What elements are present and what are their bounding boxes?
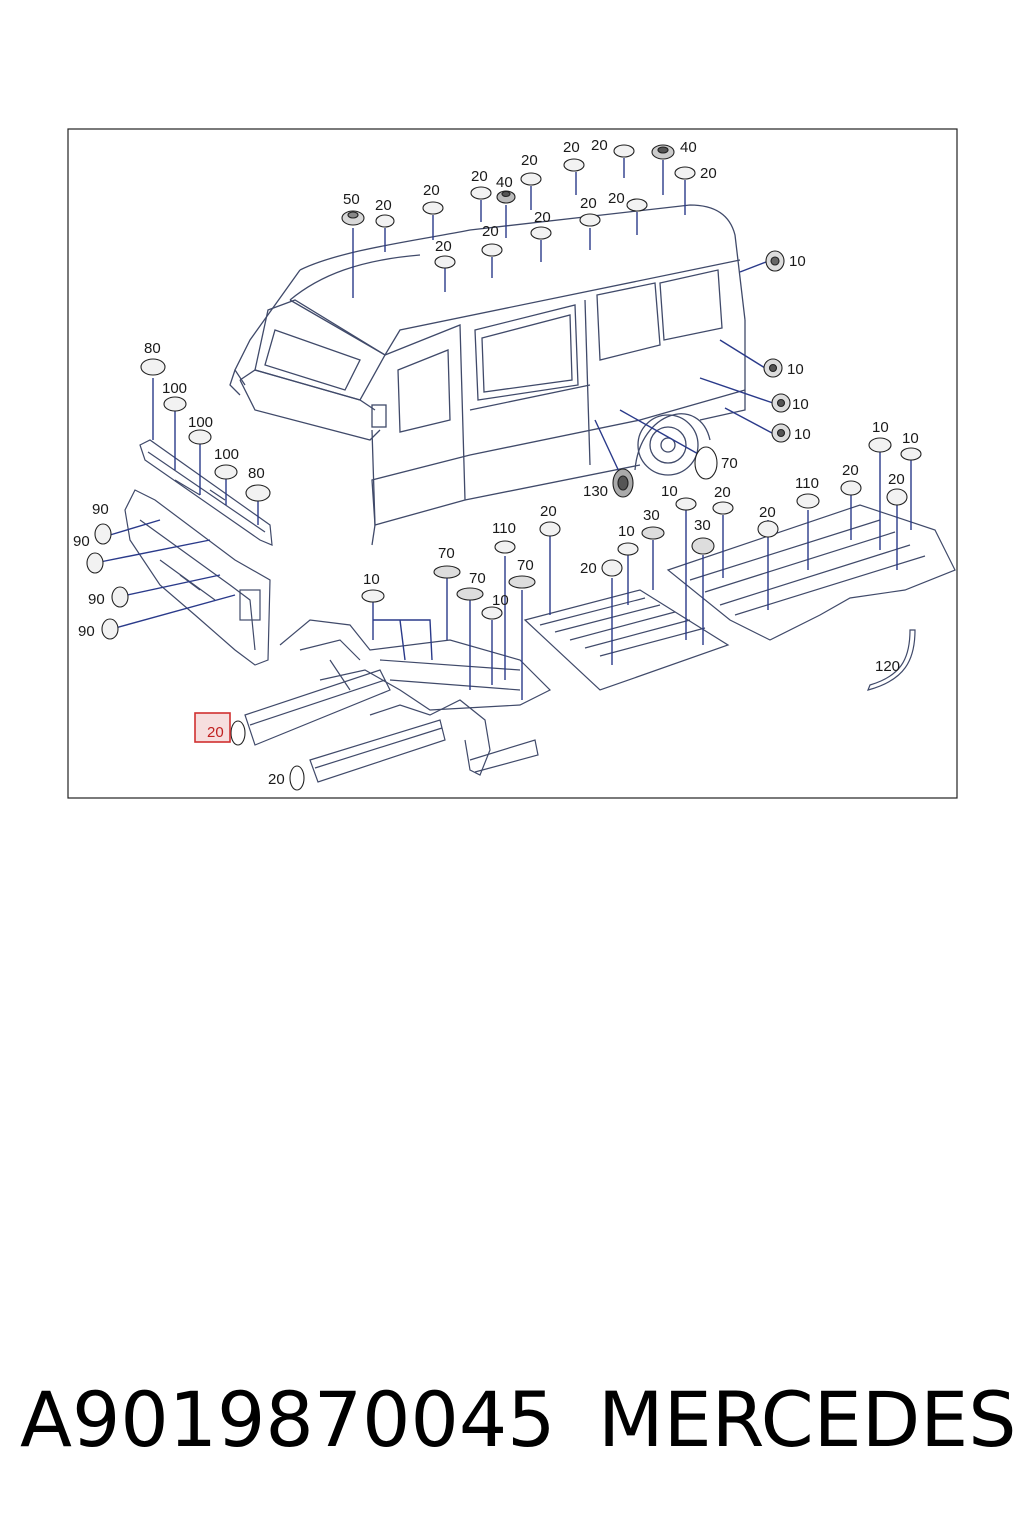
highlighted-callout[interactable]: 20	[194, 712, 231, 743]
callout-10: 10	[661, 483, 678, 500]
callout-20: 20	[471, 168, 488, 185]
callout-110: 110	[492, 520, 516, 537]
callout-10: 10	[787, 361, 804, 378]
callout-70: 70	[721, 455, 738, 472]
callout-90: 90	[92, 501, 109, 518]
callout-10: 10	[363, 571, 380, 588]
brand-name: MERCEDES	[598, 1375, 1017, 1464]
callout-10: 10	[794, 426, 811, 443]
trim-strip	[866, 629, 916, 691]
callout-100: 100	[188, 414, 213, 431]
callout-100: 100	[214, 446, 239, 463]
chassis-front	[244, 619, 552, 783]
callout-10: 10	[618, 523, 635, 540]
callout-10: 10	[492, 592, 509, 609]
callout-40: 40	[680, 139, 697, 156]
footer: A9019870045 MERCEDES	[20, 1370, 1016, 1470]
van-body	[229, 204, 746, 546]
floor-middle	[523, 589, 730, 691]
callout-110: 110	[795, 475, 819, 492]
callout-labels: 50 20 20 20 20 40 20 20 20 20 20 20 20 4…	[73, 137, 919, 788]
front-panel	[124, 489, 271, 666]
part-number: A9019870045	[20, 1375, 556, 1464]
callout-20: 20	[714, 484, 731, 501]
callout-30: 30	[643, 507, 660, 524]
highlight-label: 20	[207, 724, 224, 741]
callout-80: 80	[248, 465, 265, 482]
callout-10: 10	[872, 419, 889, 436]
callout-120: 120	[875, 658, 900, 675]
callout-90: 90	[88, 591, 105, 608]
callout-70: 70	[469, 570, 486, 587]
callout-20: 20	[580, 195, 597, 212]
callout-10: 10	[902, 430, 919, 447]
callout-10: 10	[789, 253, 806, 270]
callout-20: 20	[759, 504, 776, 521]
callout-20: 20	[540, 503, 557, 520]
callout-20: 20	[700, 165, 717, 182]
floor-rear	[666, 504, 956, 641]
plugs	[86, 144, 922, 791]
callout-30: 30	[694, 517, 711, 534]
callout-70: 70	[517, 557, 534, 574]
front-crossmember	[139, 439, 273, 546]
callout-20: 20	[608, 190, 625, 207]
leader-lines	[99, 158, 912, 700]
parts-diagram: 50 20 20 20 20 40 20 20 20 20 20 20 20 4…	[67, 128, 958, 799]
callout-20: 20	[521, 152, 538, 169]
callout-80: 80	[144, 340, 161, 357]
callout-20: 20	[842, 462, 859, 479]
callout-40: 40	[496, 174, 513, 191]
callout-20: 20	[580, 560, 597, 577]
callout-10: 10	[792, 396, 809, 413]
callout-20: 20	[563, 139, 580, 156]
callout-70: 70	[438, 545, 455, 562]
callout-20: 20	[375, 197, 392, 214]
callout-100: 100	[162, 380, 187, 397]
callout-20: 20	[268, 771, 285, 788]
callout-90: 90	[73, 533, 90, 550]
callout-20: 20	[423, 182, 440, 199]
highlight-box[interactable]	[194, 712, 231, 743]
diagram-frame	[67, 128, 958, 799]
callout-90: 90	[78, 623, 95, 640]
callout-20: 20	[435, 238, 452, 255]
callout-20: 20	[482, 223, 499, 240]
callout-20: 20	[534, 209, 551, 226]
callout-20: 20	[888, 471, 905, 488]
callout-50: 50	[343, 191, 360, 208]
callout-130: 130	[583, 483, 608, 500]
callout-20: 20	[591, 137, 608, 154]
